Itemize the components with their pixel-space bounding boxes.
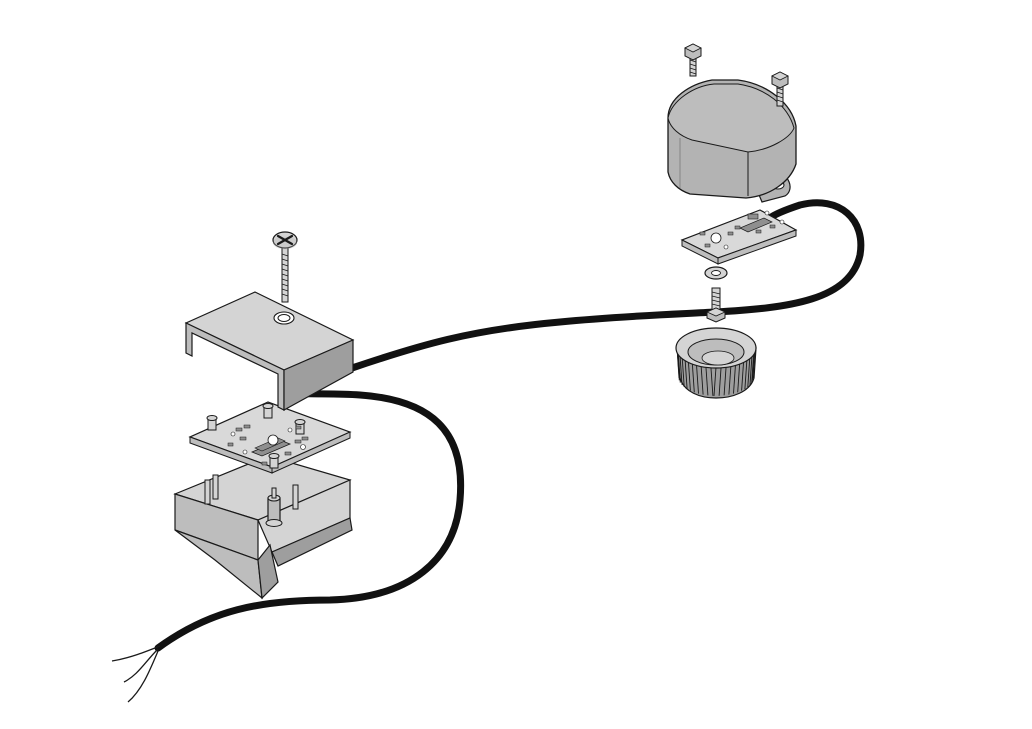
knurl-line: [737, 363, 741, 393]
knurl-line: [679, 355, 683, 385]
knurl-line: [749, 355, 753, 385]
knurl-line: [728, 365, 732, 395]
sensor-base-bracket: [173, 455, 353, 600]
housing-hex-bolts: [684, 43, 702, 77]
knurl-line: [691, 363, 695, 393]
magnet-housing: [667, 79, 797, 203]
loose-wire-ends: [111, 645, 161, 703]
knurl-line: [710, 366, 714, 396]
knurl-line: [713, 366, 717, 397]
threaded-stud: [706, 287, 726, 323]
phillips-screw-icon: [276, 234, 294, 246]
knurl-line: [677, 352, 681, 383]
knurl-line: [676, 350, 680, 381]
sensor-cover-bracket: [184, 291, 355, 412]
knurl-line: [741, 361, 745, 391]
magnet-pcb: [680, 209, 798, 265]
knurl-line: [723, 366, 727, 396]
knurl-line: [747, 357, 751, 388]
knurl-line: [744, 359, 748, 390]
mounting-screw: [272, 231, 298, 303]
knurl-line: [687, 361, 691, 391]
connection-cable: [154, 199, 865, 652]
knurl-line: [684, 359, 688, 390]
sensor-pcb: [188, 401, 352, 474]
knurl-line: [718, 366, 722, 396]
washer: [704, 266, 728, 280]
knurl-line: [733, 364, 736, 394]
knurl-line: [751, 352, 755, 383]
knurled-knob: [675, 327, 757, 399]
knurl-line: [700, 365, 704, 395]
housing-hex-bolts: [771, 71, 789, 107]
knurl-line: [705, 366, 709, 396]
knurl-line: [696, 364, 699, 394]
knurl-line: [681, 357, 685, 388]
